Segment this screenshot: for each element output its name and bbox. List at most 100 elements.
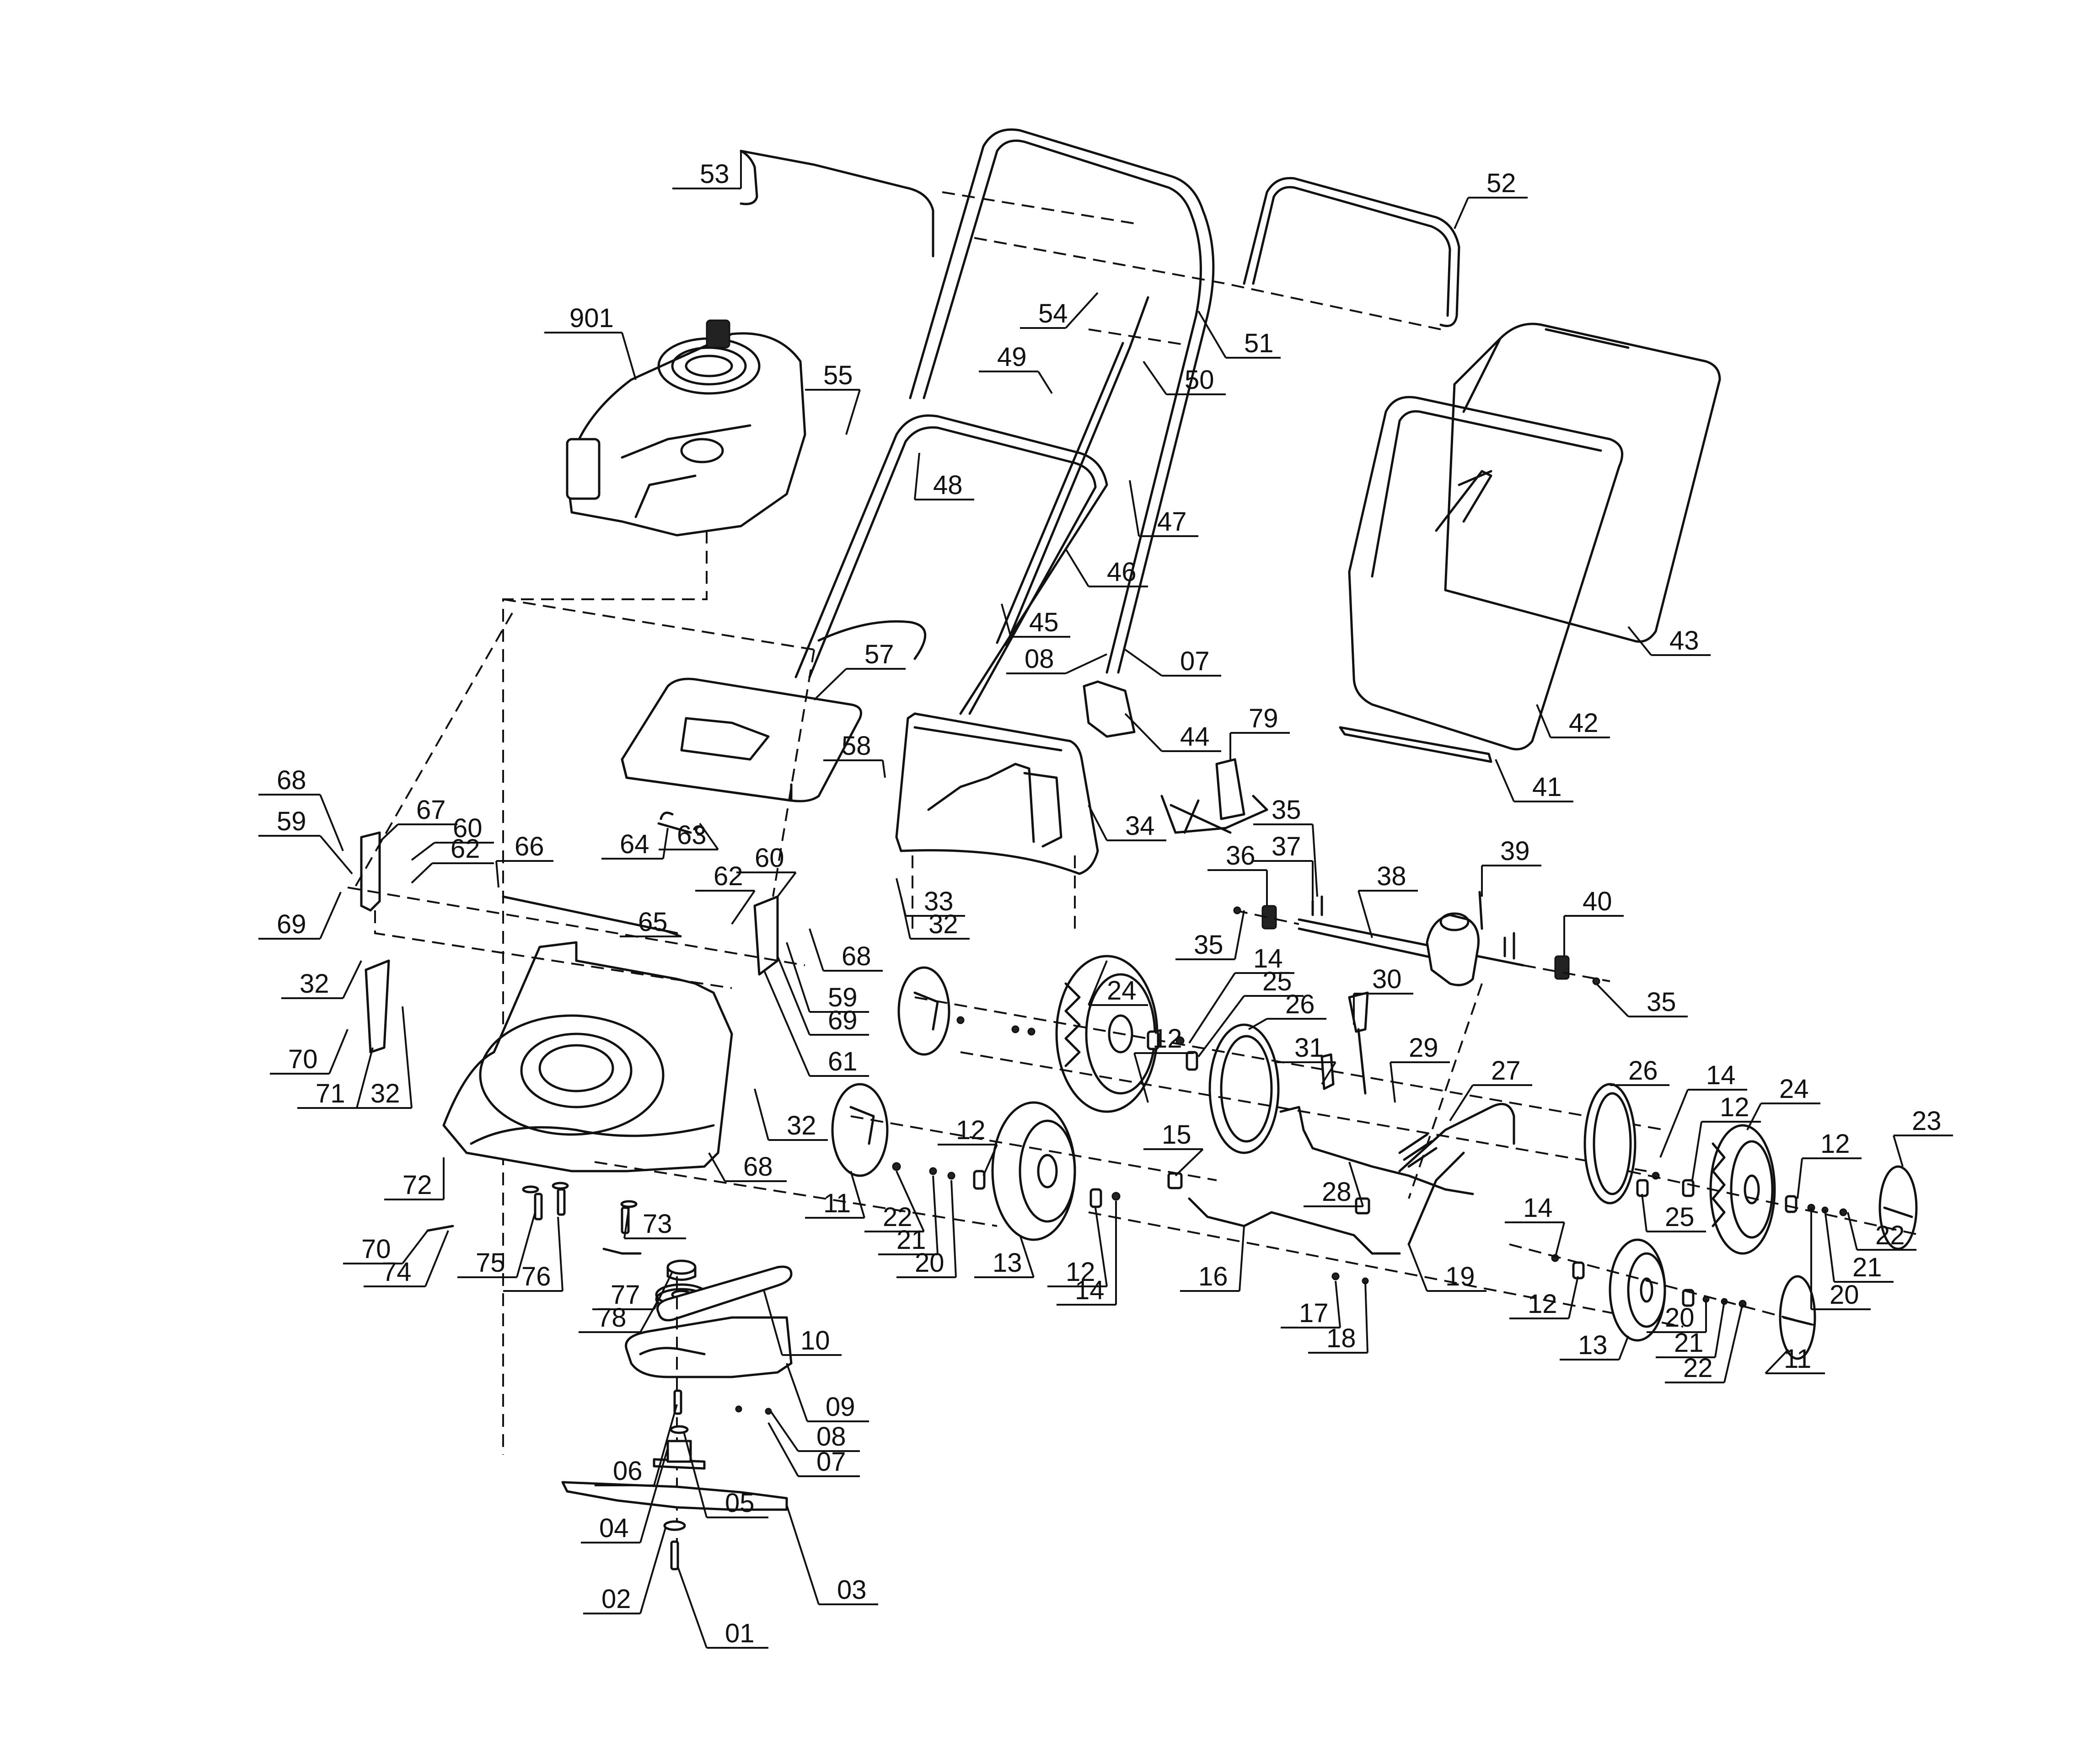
part-label: 60	[736, 843, 797, 898]
leader-line	[1536, 704, 1551, 738]
part-number: 68	[842, 941, 871, 971]
hubcap-11-left	[831, 1083, 889, 1177]
part-number: 35	[1272, 795, 1301, 825]
upper-handle	[740, 128, 1460, 674]
axle-line	[960, 1051, 1647, 1172]
axle-line	[850, 1115, 1217, 1181]
grass-bag	[1444, 323, 1721, 643]
spring-27	[1398, 1133, 1438, 1168]
part-label: 29	[1390, 1033, 1450, 1103]
leader-line	[379, 823, 399, 843]
leader-line	[1723, 1303, 1744, 1383]
leader-line	[402, 1230, 429, 1264]
part-number: 40	[1583, 887, 1612, 916]
leader-line	[1088, 960, 1108, 1006]
assembly-line	[594, 1161, 998, 1227]
part-number: 14	[1523, 1193, 1553, 1223]
washers-left	[892, 1016, 1198, 1208]
part-label: 44	[1124, 713, 1221, 752]
part-label: 67	[379, 795, 457, 843]
axle-line	[914, 996, 1665, 1131]
part-label: 26	[1248, 990, 1326, 1030]
leader-line	[1019, 1235, 1035, 1278]
leader-line	[1335, 1280, 1341, 1328]
part-label: 31	[1276, 1033, 1336, 1085]
wheel-13-left	[991, 1101, 1076, 1241]
part-number: 62	[451, 834, 480, 864]
part-label: 10	[763, 1290, 842, 1356]
mower-deck	[442, 941, 733, 1172]
leader-line	[914, 452, 920, 500]
part-number: 27	[1491, 1056, 1521, 1086]
leader-line	[786, 1363, 808, 1422]
part-number: 14	[1706, 1060, 1736, 1090]
part-label: 79	[1229, 704, 1290, 759]
part-number: 12	[1066, 1257, 1095, 1287]
leader-line	[777, 871, 797, 898]
grass-bag-frame	[1348, 396, 1624, 751]
leader-line	[731, 890, 756, 925]
part-number: 23	[1912, 1106, 1942, 1136]
leader-line	[557, 1216, 563, 1291]
part-label: 74	[364, 1230, 449, 1287]
part-number: 11	[823, 1189, 851, 1218]
leader-line	[708, 1152, 726, 1182]
leader-line	[767, 1422, 799, 1477]
leader-line	[1454, 197, 1469, 229]
assembly-line	[502, 531, 708, 1455]
leader-line	[623, 1207, 630, 1239]
top-cover	[621, 678, 862, 802]
part-label: 35	[1253, 795, 1318, 897]
part-number: 20	[1830, 1280, 1859, 1310]
part-number: 08	[816, 1422, 846, 1452]
part-label: 65	[620, 907, 682, 937]
part-number: 02	[601, 1584, 631, 1614]
hubcap-left-rear	[897, 966, 950, 1056]
part-number: 66	[515, 832, 544, 861]
part-number: 55	[823, 360, 853, 390]
part-label: 61	[763, 969, 869, 1077]
part-label: 59	[258, 807, 353, 875]
deck-screws	[426, 1182, 642, 1255]
leader-line	[1847, 1212, 1858, 1250]
gear-cover-26-right	[1583, 1083, 1637, 1205]
part-number: 06	[613, 1456, 643, 1486]
part-number: 32	[370, 1079, 400, 1108]
hubcap-11-right	[1779, 1275, 1816, 1360]
blade-adapter-04	[653, 1440, 706, 1470]
part-number: 60	[755, 843, 784, 873]
part-number: 68	[743, 1152, 773, 1182]
part-label: 14	[1505, 1193, 1565, 1258]
wheel-24-right	[1709, 1124, 1776, 1255]
part-number: 71	[316, 1079, 345, 1108]
leader-line	[1175, 1148, 1204, 1177]
part-label: 07	[1124, 646, 1221, 677]
part-number: 20	[1665, 1303, 1695, 1333]
axle-line	[1088, 1211, 1684, 1328]
gearbox	[1426, 912, 1480, 986]
leader-line	[1746, 1103, 1762, 1130]
part-label: 49	[979, 342, 1053, 394]
part-label: 16	[1180, 1226, 1245, 1292]
part-number: 21	[1852, 1253, 1882, 1282]
part-number: 49	[997, 342, 1027, 372]
part-number: 03	[837, 1575, 867, 1605]
part-label: 14	[1659, 1060, 1747, 1158]
leader-line	[813, 668, 847, 701]
part-label: 24	[1088, 960, 1148, 1006]
part-number: 57	[864, 640, 894, 669]
part-number: 50	[1185, 365, 1214, 395]
part-number: 22	[883, 1202, 912, 1232]
part-number: 22	[1875, 1221, 1905, 1250]
part-number: 59	[277, 807, 306, 836]
front-axle	[1188, 1197, 1401, 1255]
part-label: 60	[411, 813, 494, 861]
part-number: 08	[1025, 644, 1054, 674]
engine	[566, 319, 806, 537]
part-number: 52	[1486, 168, 1516, 198]
leader-line	[1065, 548, 1089, 587]
part-number: 14	[1075, 1275, 1105, 1305]
part-label: 14	[1057, 1201, 1117, 1306]
lower-handle	[794, 296, 1149, 715]
part-number: 12	[1528, 1289, 1557, 1319]
